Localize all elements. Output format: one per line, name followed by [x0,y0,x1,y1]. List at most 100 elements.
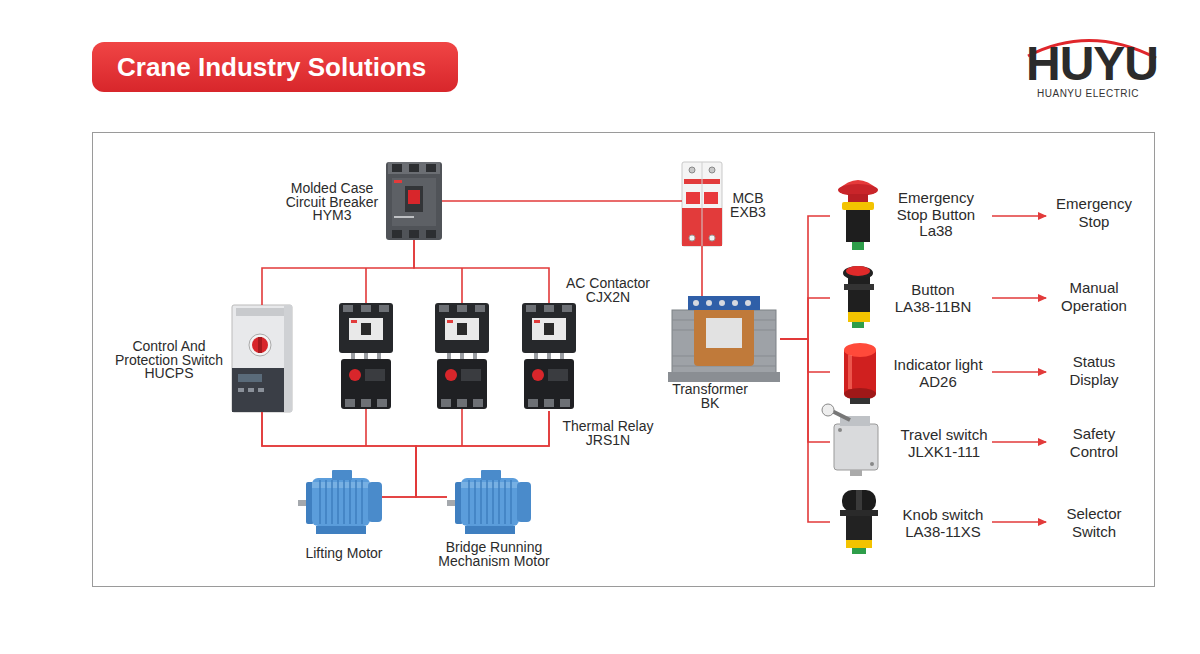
motor-unit [447,470,531,534]
component-node: ButtonLA38-11BN [830,264,992,332]
model-number: LA38-11BN [878,298,988,315]
contact-block [852,242,864,250]
button-nut [844,284,874,290]
component-node: TransformerBK [668,296,780,382]
component-name: Bridge Running Mechanism Motor [429,541,559,568]
model-number: JLXK1-111 [889,443,999,460]
wire-connector [382,411,549,497]
screw [709,235,715,241]
indicator-base [850,398,870,404]
component-name: Lifting Motor [284,546,404,560]
screw [706,300,712,306]
wire-connector [780,339,830,442]
mccb-handle [408,190,420,204]
logo-wordmark: HUYU [1026,40,1166,88]
component-node: Indicator lightAD26 [830,338,992,406]
mcb-body [682,162,722,246]
component-name: Transformer [655,382,765,396]
component-name: Status Display [1052,353,1136,389]
model-number: AD26 [883,373,993,390]
knob-body [846,516,872,540]
motor-unit [298,470,382,534]
wire-connector [701,246,703,296]
model-number: EXB3 [722,205,774,219]
component-node: Bridge Running Mechanism Motor [447,468,533,538]
model-number: LA38-11XS [888,523,998,540]
estop-stem [848,194,868,203]
estop-ring [842,202,874,210]
wire-connector [780,216,830,339]
cps-top [236,308,288,316]
component-node: Travel switchJLXK1-111 [830,408,992,476]
function-node: Manual Operation [1050,279,1138,315]
component-name: Molded Case Circuit Breaker [274,182,390,209]
arrow-connector [992,215,1046,217]
component-node: Knob switchLA38-11XS [830,488,992,556]
model-number: BK [655,396,765,410]
transformer-core [672,310,776,376]
component-name: AC Contactor [553,276,663,290]
screw [689,167,695,173]
model-number: CJX2N [553,290,663,304]
component-name: Thermal Relay [553,419,663,433]
screw [870,462,874,466]
contactor-unit [339,303,393,409]
model-number: HYM3 [274,209,390,223]
mcb-handle [686,192,700,204]
title-banner: Crane Industry Solutions [92,42,458,92]
transformer-sticker [706,318,742,348]
component-name: Button [878,281,988,298]
component-name: Manual Operation [1052,279,1136,315]
wire-connector [780,298,830,339]
model-number: La38 [890,223,982,240]
terminal [409,164,419,172]
cps-key [248,388,254,392]
wire-connector [780,339,830,372]
cps-body [232,305,292,412]
indicator-highlight [848,355,852,389]
terminal [426,230,436,238]
indicator-lens [844,343,876,357]
component-name: Emergency Stop [1052,195,1136,231]
button-body [848,277,870,312]
mccb-body [386,162,442,240]
cps-display [238,374,262,382]
estop-body [846,210,870,242]
title-text: Crane Industry Solutions [117,42,426,92]
wire-connector [262,240,414,305]
contact-block [852,548,866,554]
knob-base [846,540,872,548]
component-name: Control And Protection Switch [105,340,233,367]
component-node: Lifting Motor [298,468,382,538]
component-node: AC ContactorCJX2NThermal RelayJRS1N [518,303,580,411]
transformer-base [668,372,780,382]
terminal [392,164,402,172]
screw [732,300,738,306]
wire-connector [262,412,447,497]
knob-ring [249,334,271,356]
cps-lower [232,368,284,412]
wire-connector [414,240,549,303]
knob-ridge [856,490,862,512]
contactor-unit [435,303,489,409]
component-name: Safety Control [1052,425,1136,461]
screw [689,235,695,241]
screw [745,300,751,306]
contact-block [852,322,864,328]
component-node: Molded Case Circuit BreakerHYM3 [386,162,442,240]
contactor-unit [522,303,576,409]
terminal-strip [688,296,760,310]
cps-key [238,388,244,392]
cps-key [258,388,264,392]
function-node: Safety Control [1050,425,1138,461]
pole-divider [702,162,703,246]
wire-connector [442,200,682,202]
model-number: HUCPS [105,367,233,381]
knob-bezel [840,510,878,516]
button-base [848,312,870,322]
screw [709,167,715,173]
component-name: Selector Switch [1052,505,1136,541]
